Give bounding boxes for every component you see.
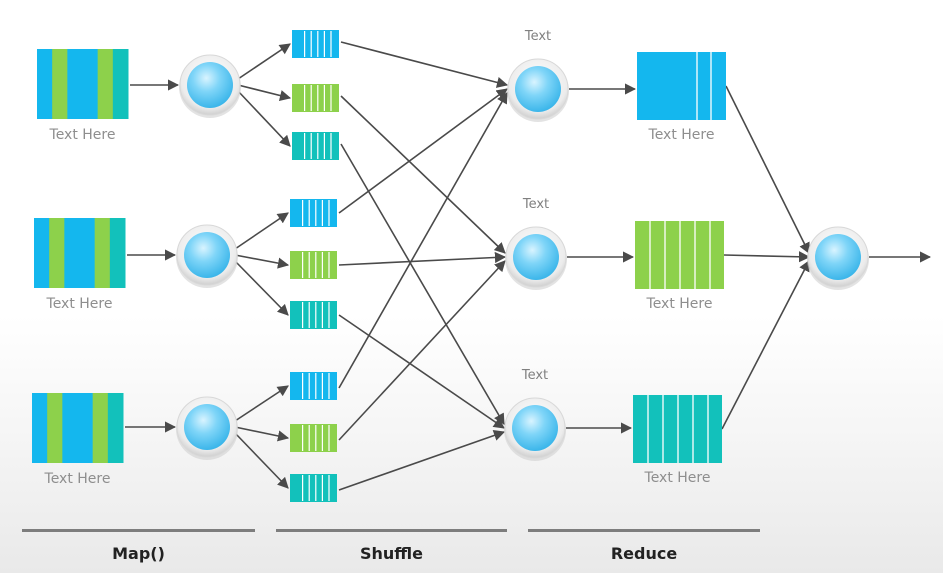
reduce-node-label: Text: [522, 197, 550, 212]
map-to-queue-arrow: [234, 385, 289, 422]
reduce-node: [505, 226, 567, 290]
output-to-final-arrow: [725, 85, 810, 255]
shuffle-arrow: [338, 251, 507, 266]
section-shuffle-label: Shuffle: [359, 544, 423, 563]
map-to-queue-arrow: [234, 260, 289, 316]
shuffle-queue: [290, 251, 337, 279]
reduce-node: [504, 397, 566, 461]
output-block-label: Text Here: [648, 127, 715, 143]
map-to-queue-arrow: [237, 43, 291, 80]
shuffle-queue: [292, 132, 339, 160]
reduce-node-label: Text: [524, 29, 552, 44]
map-to-queue-arrow: [234, 254, 290, 269]
map-to-queue-arrow: [237, 84, 292, 101]
reduce-node: [507, 58, 569, 122]
shuffle-queue: [290, 199, 337, 227]
shuffle-queue: [292, 84, 339, 112]
final-node: [807, 226, 869, 290]
shuffle-arrow: [338, 430, 506, 491]
shuffle-queue: [290, 372, 337, 400]
input-block-label: Text Here: [46, 296, 113, 312]
shuffle-arrow: [338, 314, 505, 429]
output-to-final-arrow: [723, 251, 811, 263]
shuffle-arrow: [340, 41, 509, 88]
shuffle-rule: [276, 529, 507, 532]
input-block-label: Text Here: [49, 127, 116, 143]
output-to-final-arrow: [721, 260, 810, 430]
shuffle-queue: [290, 301, 337, 329]
output-block: [637, 52, 726, 120]
input-block: [34, 218, 126, 288]
reduce-rule: [528, 529, 760, 532]
map-to-queue-arrow: [237, 90, 291, 147]
shuffle-arrow: [340, 95, 506, 254]
input-block: [37, 49, 129, 119]
shuffle-queue: [290, 424, 337, 452]
shuffle-queue: [290, 474, 337, 502]
map-node: [176, 396, 238, 460]
shuffle-arrow: [340, 143, 505, 425]
input-block-label: Text Here: [44, 471, 111, 487]
shuffle-arrow: [338, 260, 506, 441]
shuffle-arrow: [338, 92, 508, 389]
map-to-queue-arrow: [234, 432, 289, 489]
output-block-label: Text Here: [646, 296, 713, 312]
output-block-label: Text Here: [644, 470, 711, 486]
input-block: [32, 393, 124, 463]
section-map-label: Map(): [112, 544, 165, 563]
shuffle-arrow: [338, 88, 508, 214]
map-node: [179, 54, 241, 118]
map-rule: [22, 529, 255, 532]
map-to-queue-arrow: [234, 426, 290, 442]
section-reduce-label: Reduce: [610, 544, 678, 563]
map-node: [176, 224, 238, 288]
map-to-queue-arrow: [234, 212, 289, 250]
shuffle-queue: [292, 30, 339, 58]
output-block: [635, 221, 724, 289]
reduce-node-label: Text: [521, 368, 549, 383]
output-block: [633, 395, 722, 463]
